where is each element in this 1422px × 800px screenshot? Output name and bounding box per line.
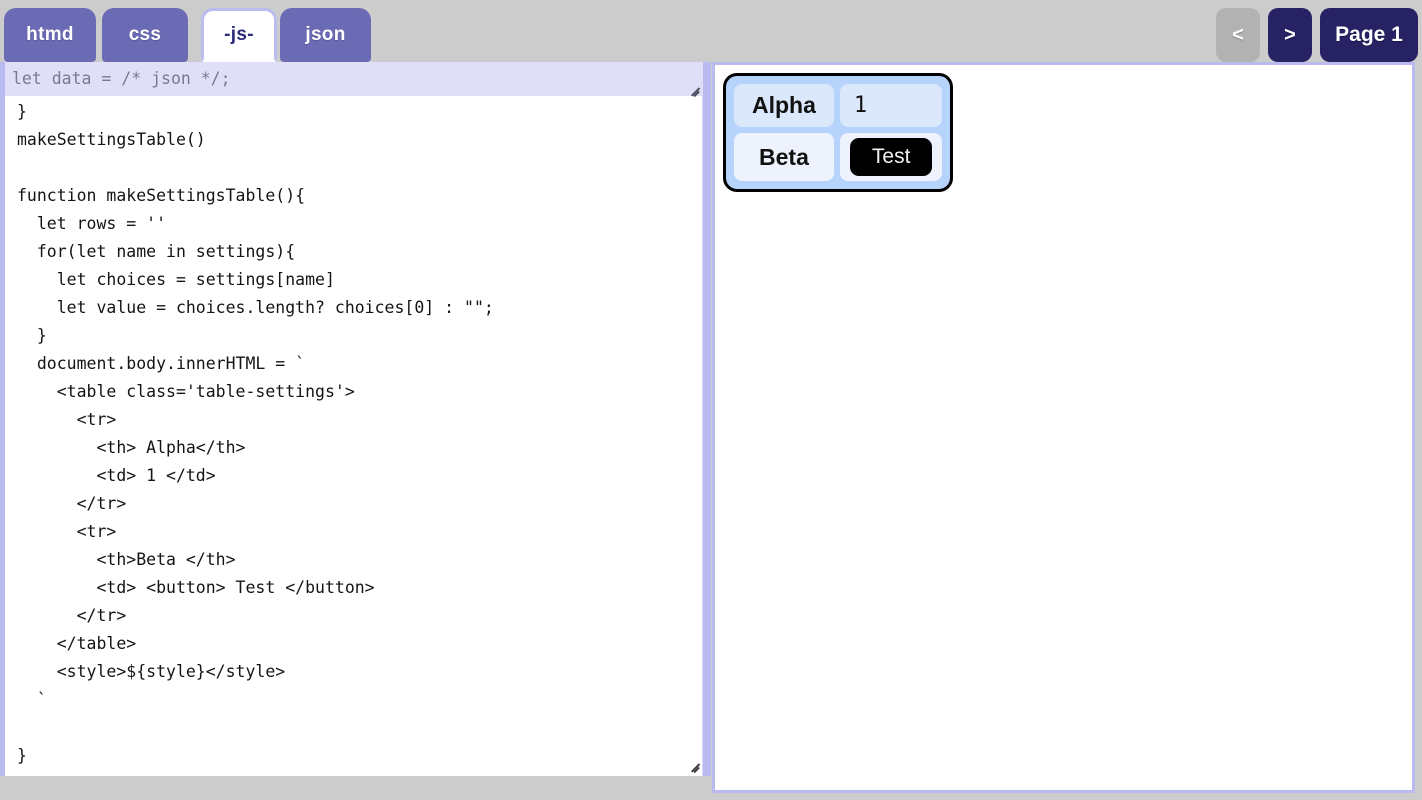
setting-name-beta: Beta bbox=[734, 133, 834, 181]
tab-js[interactable]: -js- bbox=[201, 8, 277, 62]
page-indicator-button[interactable]: Page 1 bbox=[1320, 8, 1418, 62]
next-page-button[interactable]: > bbox=[1268, 8, 1312, 62]
chevron-right-icon: > bbox=[1284, 23, 1296, 46]
tab-htmd[interactable]: htmd bbox=[4, 8, 96, 62]
settings-table-body: Alpha 1 Beta Test bbox=[734, 84, 943, 181]
tab-json-label: json bbox=[305, 24, 346, 45]
preview-body: Alpha 1 Beta Test bbox=[715, 65, 1412, 790]
editor-vertical-scrollbar[interactable] bbox=[703, 62, 711, 776]
json-data-input-resize-handle[interactable] bbox=[688, 82, 702, 96]
tab-bar: htmd css -js- json < > Page 1 bbox=[0, 0, 1422, 62]
editor-pane bbox=[0, 62, 711, 776]
tab-js-label: -js- bbox=[224, 24, 254, 45]
settings-table: Alpha 1 Beta Test bbox=[723, 73, 954, 192]
prev-page-button[interactable]: < bbox=[1216, 8, 1260, 62]
chevron-left-icon: < bbox=[1232, 23, 1244, 46]
tab-css[interactable]: css bbox=[102, 8, 188, 62]
setting-value-alpha: 1 bbox=[839, 84, 943, 127]
setting-name-alpha: Alpha bbox=[734, 84, 834, 127]
tab-json[interactable]: json bbox=[280, 8, 371, 62]
table-row: Beta Test bbox=[734, 133, 943, 181]
test-button[interactable]: Test bbox=[849, 138, 933, 176]
setting-value-beta: Test bbox=[839, 133, 943, 181]
code-editor-resize-handle[interactable] bbox=[688, 758, 702, 772]
code-editor-textarea[interactable] bbox=[0, 62, 703, 776]
tab-css-label: css bbox=[128, 24, 162, 45]
tab-htmd-label: htmd bbox=[26, 24, 74, 45]
json-data-input[interactable] bbox=[5, 62, 703, 96]
table-row: Alpha 1 bbox=[734, 84, 943, 127]
preview-pane: Alpha 1 Beta Test bbox=[712, 62, 1415, 793]
page-indicator-label: Page 1 bbox=[1335, 23, 1403, 46]
